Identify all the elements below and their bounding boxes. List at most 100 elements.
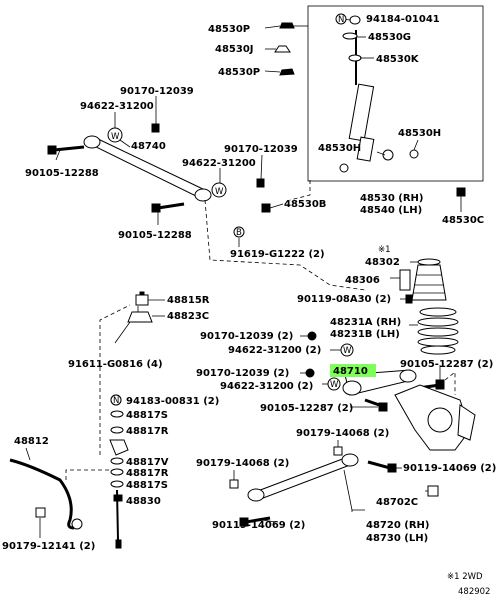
label-48231A: 48231A (RH)	[330, 317, 401, 328]
label-94622-b: 94622-31200	[182, 158, 256, 169]
label-90170-a: 90170-12039	[120, 86, 194, 97]
label-48720: 48720 (RH)	[366, 520, 429, 531]
label-48817R-a: 48817R	[126, 426, 169, 437]
label-94183: 94183-00831 (2)	[126, 396, 219, 407]
label-48702C: 48702C	[376, 497, 418, 508]
bushing-48817S-a	[110, 410, 124, 418]
shock-group-box	[307, 5, 484, 182]
nut-48530C	[456, 187, 466, 197]
label-48530C: 48530C	[442, 215, 484, 226]
bolt-90179-12141	[35, 507, 46, 518]
label-90119-14069-a: 90119-14069 (2)	[403, 463, 496, 474]
bolt-90119-14069-b	[239, 516, 271, 527]
label-48740: 48740	[131, 141, 166, 152]
nut-90179-a	[333, 446, 343, 456]
label-48730: 48730 (LH)	[366, 533, 428, 544]
label-90170-b: 90170-12039	[224, 144, 298, 155]
axle-housing	[394, 384, 476, 451]
label-94622-a: 94622-31200	[80, 101, 154, 112]
bolt-90119-08A30	[405, 294, 413, 304]
label-48530H-left: 48530H	[318, 143, 361, 154]
bolt-90105-d	[364, 398, 388, 412]
bolt-90105-b	[151, 202, 185, 213]
label-48530P-top: 48530P	[208, 24, 250, 35]
label-48530K: 48530K	[376, 54, 420, 65]
spring-48306	[399, 269, 411, 291]
label-48830: 48830	[126, 496, 161, 507]
bushing-48817R-b	[110, 468, 124, 476]
label-48530G: 48530G	[368, 32, 411, 43]
label-48817V: 48817V	[126, 457, 169, 468]
nut-48530P-mid	[279, 68, 295, 76]
label-48530P-mid: 48530P	[218, 67, 260, 78]
labels: 48530P N 94184-01041 48530G 48530J 48530…	[2, 13, 496, 597]
label-48823C: 48823C	[167, 311, 209, 322]
mark-N-94184	[335, 13, 347, 25]
label-94184: 94184-01041	[366, 14, 440, 25]
label-48815R: 48815R	[167, 295, 210, 306]
bushing-48817R-a	[110, 426, 124, 434]
shock-absorber	[339, 15, 419, 173]
nut-90179-b	[229, 479, 239, 489]
svg-text:W: W	[343, 346, 352, 356]
lateral-rod-48720	[247, 453, 359, 502]
label-48302: 48302	[365, 257, 400, 268]
bolt-91619	[233, 226, 245, 238]
nut-90170-d	[305, 368, 315, 378]
nut-90170-c	[307, 331, 317, 341]
coil-spring-48231	[417, 307, 459, 355]
stabilizer-link-48830	[113, 489, 123, 549]
label-90105-d: 90105-12287 (2)	[260, 403, 353, 414]
label-note1-mark: ※1	[378, 245, 391, 255]
bracket-48823C	[127, 306, 153, 323]
svg-text:N: N	[338, 15, 344, 25]
washer-94622-b	[211, 182, 227, 198]
label-48817S-a: 48817S	[126, 410, 168, 421]
spring-bumper-48302	[411, 258, 447, 301]
label-48306: 48306	[345, 275, 380, 286]
svg-text:W: W	[215, 187, 224, 197]
label-90170-c: 90170-12039 (2)	[200, 331, 293, 342]
label-91611: 91611-G0816 (4)	[68, 359, 163, 370]
label-48540-lh: 48540 (LH)	[360, 205, 422, 216]
label-90105-b: 90105-12288	[118, 230, 192, 241]
label-91619: 91619-G1222 (2)	[230, 249, 325, 260]
label-94622-d: 94622-31200 (2)	[220, 381, 313, 392]
label-48530J: 48530J	[215, 44, 254, 55]
highlight-48710	[330, 364, 376, 377]
nut-90170-a	[151, 123, 160, 133]
bushing-48817S-b	[110, 480, 124, 488]
nut-90170-b	[256, 178, 265, 188]
label-90119-08A30: 90119-08A30 (2)	[297, 294, 391, 305]
label-90119-14069-b: 90119-14069 (2)	[212, 520, 305, 531]
label-48530B: 48530B	[284, 199, 326, 210]
bushing-48817V	[110, 457, 124, 465]
nut-48530P-top	[279, 22, 295, 29]
label-48812: 48812	[14, 436, 49, 447]
svg-text:B: B	[236, 228, 242, 238]
label-note-bottom: ※1 2WD	[447, 572, 483, 582]
mark-N-94183	[110, 394, 122, 406]
label-48710: 48710	[333, 366, 368, 377]
bushing-48815R	[135, 291, 149, 306]
nut-48530B	[261, 203, 271, 213]
label-48817S-b: 48817S	[126, 480, 168, 491]
bushing-48702C	[427, 485, 439, 497]
label-94622-c: 94622-31200 (2)	[228, 345, 321, 356]
label-90179-12141: 90179-12141 (2)	[2, 541, 95, 552]
upper-arm-48740	[83, 135, 212, 202]
svg-text:W: W	[330, 380, 339, 390]
label-90179-a: 90179-14068 (2)	[296, 428, 389, 439]
bolt-90105-a	[47, 145, 85, 155]
svg-text:W: W	[111, 132, 120, 142]
bolt-90119-14069-a	[367, 460, 397, 473]
stabilizer-bar-48812	[9, 458, 83, 530]
label-code: 482902	[458, 587, 490, 597]
svg-text:N: N	[113, 396, 119, 406]
label-90179-b: 90179-14068 (2)	[196, 458, 289, 469]
bushing-48530J	[274, 45, 291, 53]
bracket-48817	[109, 439, 129, 456]
label-90170-d: 90170-12039 (2)	[196, 368, 289, 379]
label-90105-c: 90105-12287 (2)	[400, 359, 493, 370]
